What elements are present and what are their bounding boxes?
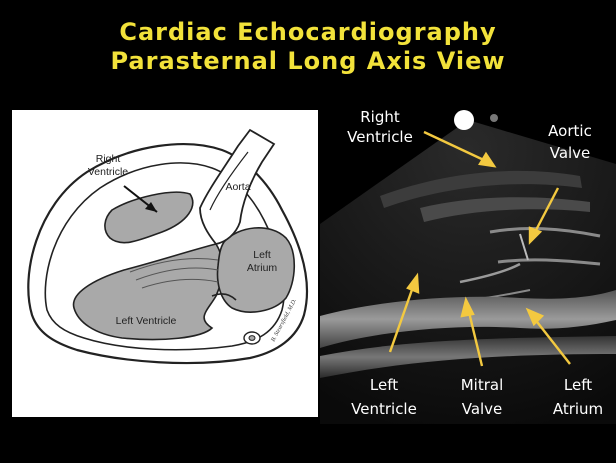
echo-label-left-atrium-line-1: Left [564, 376, 592, 394]
label-left-atrium-line-2: Atrium [247, 262, 278, 274]
label-left-atrium-line-1: Left [253, 249, 271, 261]
anatomy-diagram-panel: Right Ventricle Aorta Left Atrium Left V… [12, 110, 318, 417]
label-right-ventricle-line-2: Ventricle [88, 166, 128, 178]
echo-label-right-ventricle-line-2: Ventricle [347, 128, 413, 146]
echo-label-left-ventricle-line-2: Ventricle [351, 400, 417, 418]
echo-label-left-atrium-line-2: Atrium [553, 400, 603, 418]
echo-label-left-ventricle-line-1: Left [370, 376, 398, 394]
coronary-sinus-lumen [249, 336, 255, 341]
echo-image-panel: Right Ventricle Aortic Valve Left Ventri… [320, 104, 616, 424]
label-right-ventricle-line-1: Right [96, 153, 121, 165]
label-aorta: Aorta [225, 181, 250, 193]
title-line-1: Cardiac Echocardiography [0, 18, 616, 47]
title-line-2: Parasternal Long Axis View [0, 47, 616, 76]
slide-title: Cardiac Echocardiography Parasternal Lon… [0, 18, 616, 76]
echo-label-right-ventricle-line-1: Right [360, 108, 400, 126]
label-left-ventricle: Left Ventricle [116, 315, 177, 327]
echo-label-aortic-valve-line-2: Valve [550, 144, 591, 162]
heart-diagram: Right Ventricle Aorta Left Atrium Left V… [12, 110, 318, 417]
echo-label-mitral-valve-line-1: Mitral [461, 376, 504, 394]
transducer-marker [454, 110, 474, 130]
echo-label-aortic-valve-line-1: Aortic [548, 122, 592, 140]
depth-marker [490, 114, 498, 122]
echocardiogram-image: Right Ventricle Aortic Valve Left Ventri… [320, 104, 616, 424]
echo-label-mitral-valve-line-2: Valve [462, 400, 503, 418]
